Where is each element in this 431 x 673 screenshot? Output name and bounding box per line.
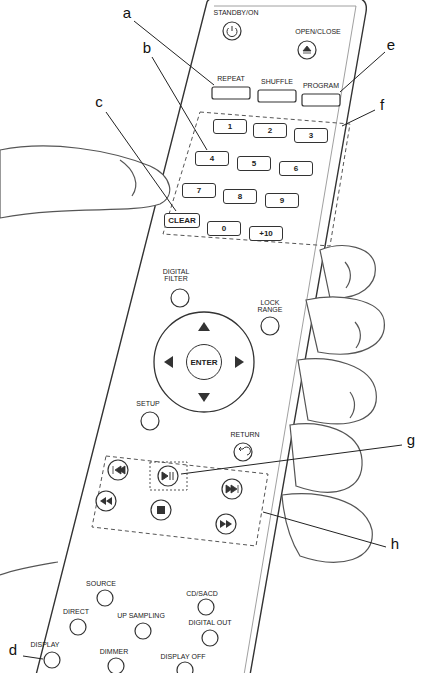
button-label: DISPLAY — [30, 641, 59, 648]
button-label: REPEAT — [217, 75, 245, 82]
button-label: DISPLAY OFF — [161, 653, 206, 660]
callout-letter: b — [143, 40, 151, 56]
number-button: +10 — [249, 226, 283, 241]
button-text: 6 — [294, 164, 298, 173]
button-text: CLEAR — [168, 216, 196, 225]
number-button: 5 — [237, 156, 271, 171]
number-button: 8 — [223, 189, 257, 204]
button-label: DIGITAL FILTER — [158, 268, 194, 283]
number-button: 7 — [182, 183, 216, 198]
number-button: 0 — [207, 221, 241, 236]
callout-letter: h — [391, 536, 399, 552]
callout-letter: a — [123, 5, 131, 21]
number-button: 6 — [279, 161, 313, 176]
callout-letter: e — [387, 37, 395, 53]
number-button: 1 — [213, 119, 247, 134]
button-label: UP SAMPLING — [117, 612, 165, 619]
button-text: ENTER — [190, 358, 217, 367]
number-button: CLEAR — [164, 213, 200, 228]
callout-letter: d — [9, 642, 17, 658]
callout-letter: c — [95, 94, 103, 110]
button-label: STANDBY/ON — [214, 9, 259, 16]
button-text: 7 — [197, 186, 201, 195]
button-text: 2 — [268, 126, 272, 135]
button-text: 3 — [309, 131, 313, 140]
button-label: OPEN/CLOSE — [295, 28, 341, 35]
button-label: CD/SACD — [186, 590, 218, 597]
number-button: 3 — [294, 128, 328, 143]
button-text: 5 — [252, 159, 256, 168]
number-button: 9 — [265, 193, 299, 208]
button-label: SHUFFLE — [261, 78, 293, 85]
number-button: 4 — [195, 151, 229, 166]
number-button: 2 — [253, 123, 287, 138]
button-label: SETUP — [136, 400, 159, 407]
button-label: SOURCE — [86, 580, 116, 587]
button-text: 8 — [238, 192, 242, 201]
button-text: 9 — [280, 196, 284, 205]
enter-button: ENTER — [186, 344, 222, 380]
button-label: LOCK RANGE — [255, 299, 285, 314]
button-text: 0 — [222, 224, 226, 233]
button-label: DIMMER — [100, 648, 128, 655]
button-label: DIRECT — [63, 608, 89, 615]
button-label: DIGITAL OUT — [188, 619, 231, 626]
button-text: 4 — [210, 154, 214, 163]
button-label: RETURN — [230, 431, 259, 438]
button-label: PROGRAM — [303, 82, 339, 89]
callout-letter: f — [380, 97, 384, 113]
callout-letter: g — [407, 432, 415, 448]
button-text: 1 — [228, 122, 232, 131]
button-text: +10 — [259, 229, 273, 238]
